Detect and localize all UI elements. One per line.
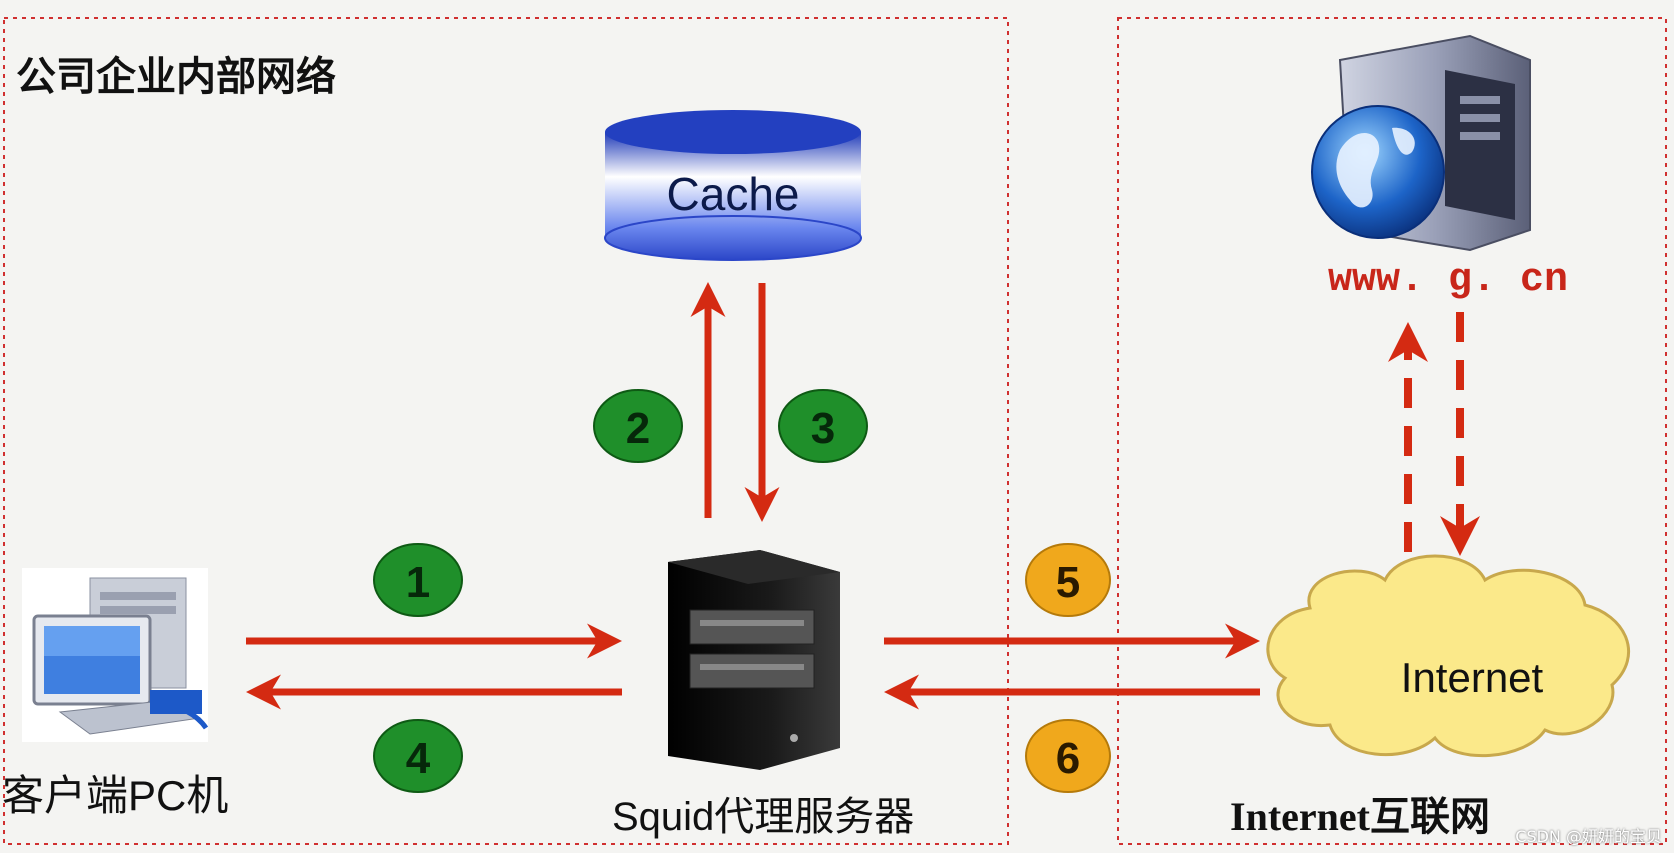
webserver-label: www. g. cn bbox=[1328, 258, 1568, 303]
step-number-2: 2 bbox=[626, 404, 650, 453]
step-badge-2: 2 bbox=[593, 389, 683, 463]
cache-database-icon bbox=[604, 110, 862, 261]
proxy-server-icon bbox=[668, 550, 840, 770]
internal-network-zone bbox=[3, 17, 1009, 845]
client-pc-icon bbox=[22, 568, 209, 742]
watermark-text: CSDN @妍妍的宝贝 bbox=[1515, 827, 1662, 846]
proxy-server-label: Squid代理服务器 bbox=[612, 795, 915, 839]
step-number-4: 4 bbox=[406, 734, 431, 783]
step-number-6: 6 bbox=[1056, 734, 1080, 783]
internet-cloud-icon bbox=[1266, 554, 1631, 758]
internal-network-label: 公司企业内部网络 bbox=[16, 54, 336, 100]
step-number-3: 3 bbox=[811, 404, 835, 453]
web-server-icon bbox=[1311, 34, 1531, 252]
step-badge-1: 1 bbox=[373, 543, 463, 617]
client-pc-label: 客户端PC机 bbox=[2, 772, 229, 819]
step-number-5: 5 bbox=[1056, 558, 1080, 607]
internet-zone bbox=[1117, 17, 1667, 845]
internet-zone-label: Internet互联网 bbox=[1230, 794, 1490, 839]
step-badge-3: 3 bbox=[778, 389, 868, 463]
step-number-1: 1 bbox=[406, 558, 430, 607]
step-badge-5: 5 bbox=[1025, 543, 1111, 617]
internet-cloud-label: Internet bbox=[1401, 654, 1544, 701]
step-badge-4: 4 bbox=[373, 719, 463, 793]
cache-label: Cache bbox=[667, 168, 800, 220]
step-badge-6: 6 bbox=[1025, 719, 1111, 793]
